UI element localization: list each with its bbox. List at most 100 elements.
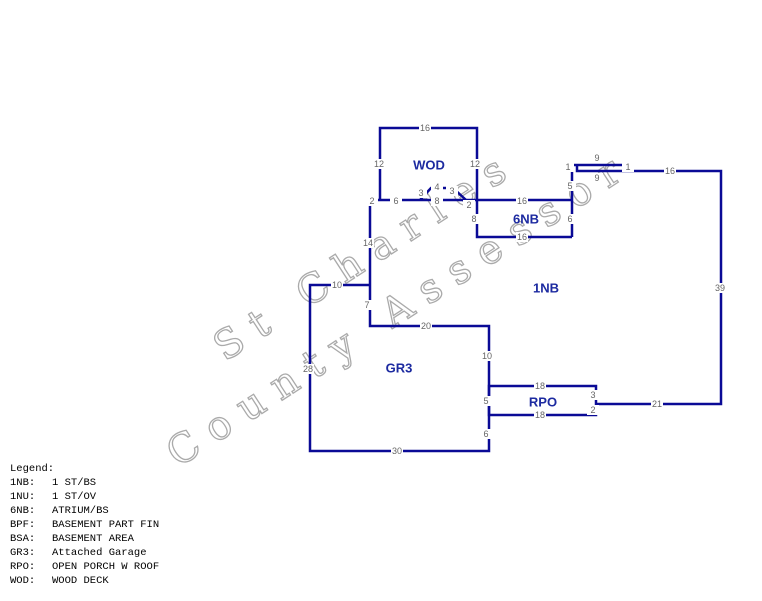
area-label-1nb: 1NB [533, 281, 559, 296]
dimension-label-bg [622, 162, 634, 172]
legend-item: GR3:Attached Garage [10, 546, 159, 560]
dimension-label-bg [431, 196, 443, 206]
dimension-label: 1 [625, 162, 630, 172]
legend-title: Legend: [10, 463, 55, 475]
dimension-label-bg [469, 159, 481, 169]
dimension-label-bg [516, 196, 528, 206]
dimension-label: 4 [434, 182, 439, 192]
dimension-label-bg [562, 162, 574, 172]
dimension-label-bg [591, 153, 603, 163]
legend-desc: WOOD DECK [52, 575, 109, 587]
dimension-label: 8 [434, 196, 439, 206]
legend-code: 1NB: [10, 477, 36, 489]
dimension-label: 2 [590, 405, 595, 415]
right-wall [575, 165, 723, 406]
dimension-label-bg [564, 214, 576, 224]
legend-item: WOD: WOOD DECK [10, 574, 159, 588]
dimension-label: 5 [567, 181, 572, 191]
dimension-label: 39 [715, 283, 725, 293]
dimension-label: 9 [594, 153, 599, 163]
legend-item: 1NU: 1 ST/OV [10, 490, 159, 504]
dimension-label: 16 [517, 196, 527, 206]
dimension-label-bg [651, 399, 663, 409]
legend-item: BPF: BASEMENT PART FIN [10, 518, 159, 532]
legend-code: GR3: [10, 547, 36, 559]
dimension-label: 16 [420, 123, 430, 133]
dimension-label: 9 [594, 173, 599, 183]
dimension-label: 12 [374, 159, 384, 169]
dimension-label: 1 [565, 162, 570, 172]
legend-desc: BASEMENT PART FIN [52, 519, 160, 531]
wod-outline [378, 126, 572, 239]
legend-desc: 1 ST/OV [52, 491, 97, 503]
legend-desc: 1 ST/BS [52, 477, 97, 489]
dimension-label: 21 [652, 399, 662, 409]
dimension-label-bg [664, 166, 676, 176]
area-label-6nb: 6NB [513, 212, 539, 227]
legend-code: BSA: [10, 533, 36, 545]
legend-code: BPF: [10, 519, 36, 531]
dimension-label: 18 [535, 410, 545, 420]
dimension-label: 16 [665, 166, 675, 176]
dimension-label: 2 [466, 200, 471, 210]
dimension-label: 3 [418, 188, 423, 198]
legend-item: 6NB: ATRIUM/BS [10, 504, 159, 518]
legend-desc: ATRIUM/BS [52, 505, 109, 517]
dimension-label: 10 [332, 280, 342, 290]
dimension-label-bg [420, 321, 432, 331]
legend-code: WOD: [10, 575, 36, 587]
dimension-label-bg [419, 123, 431, 133]
dimension-label-bg [534, 381, 546, 391]
dimension-label: 3 [449, 186, 454, 196]
dimension-label-bg [361, 300, 373, 310]
legend-code: 6NB: [10, 505, 36, 517]
legend-desc: BASEMENT AREA [52, 533, 134, 545]
dimension-label: 14 [363, 238, 373, 248]
dimension-label-bg [431, 182, 443, 192]
dimension-label: 3 [590, 390, 595, 400]
area-labels: WOD 6NB 1NB GR3 RPO [386, 158, 559, 410]
dimension-label-bg [366, 196, 378, 206]
dimension-label-bg [362, 238, 374, 248]
dimension-label: 5 [483, 396, 488, 406]
dimension-label: 30 [392, 446, 402, 456]
legend-desc: OPEN PORCH W ROOF [52, 561, 160, 573]
dimension-label-bg [587, 390, 599, 400]
dimension-label: 10 [482, 351, 492, 361]
dimension-label: 8 [471, 214, 476, 224]
dimension-label: 28 [303, 364, 313, 374]
dimension-label-bg [564, 181, 576, 191]
area-label-wod: WOD [413, 158, 445, 173]
dimension-label-bg [714, 283, 726, 293]
dimension-label-bg [390, 196, 402, 206]
dimension-label: 12 [470, 159, 480, 169]
legend-code: RPO: [10, 561, 36, 573]
dimension-label: 16 [517, 232, 527, 242]
dimension-label-bg [516, 232, 528, 242]
dimension-label-bg [534, 410, 546, 420]
dimension-label-bg [468, 214, 480, 224]
dimension-label: 7 [364, 300, 369, 310]
legend-item: RPO: OPEN PORCH W ROOF [10, 560, 159, 574]
dimension-label: 6 [483, 429, 488, 439]
dimension-label-bg [587, 405, 599, 415]
dimension-label-bg [463, 200, 475, 210]
dimension-label-bg [481, 351, 493, 361]
legend-code: 1NU: [10, 491, 36, 503]
legend-item: BSA: BASEMENT AREA [10, 532, 159, 546]
dimension-label-bg [446, 186, 458, 196]
dimension-label: 20 [421, 321, 431, 331]
watermark-line2: County Assessor [158, 141, 641, 477]
dimension-label-bg [591, 173, 603, 183]
dimension-label-bg [480, 396, 492, 406]
dimension-label-bg [480, 429, 492, 439]
dimension-label-bg [391, 446, 403, 456]
dimension-label: 6 [393, 196, 398, 206]
area-label-gr3: GR3 [386, 361, 413, 376]
legend: Legend: 1NB: 1 ST/BS 1NU: 1 ST/OV 6NB: ATRIUM/… [10, 462, 159, 588]
dimension-label-bg [302, 364, 314, 374]
dimension-label-bg [331, 280, 343, 290]
